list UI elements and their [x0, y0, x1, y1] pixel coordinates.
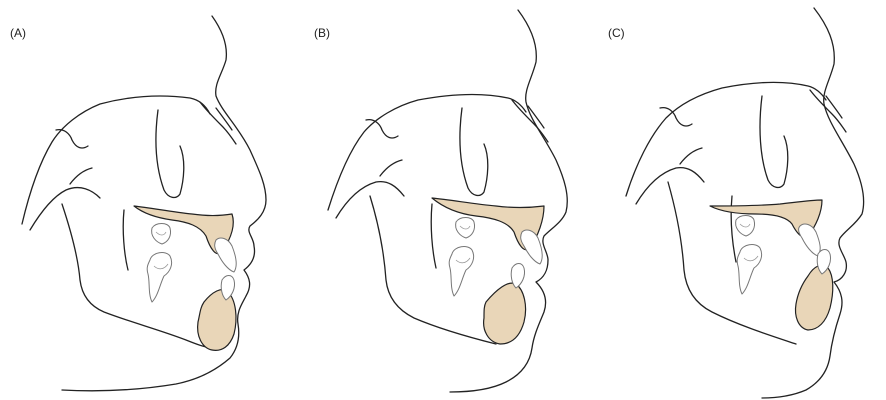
molar-teeth — [147, 224, 171, 303]
cranial-base-outline — [328, 94, 526, 218]
cephalometric-tracing-b — [300, 0, 595, 400]
orbit-outline — [156, 110, 184, 197]
panel-a: (A) — [0, 0, 295, 400]
soft-tissue-profile — [62, 16, 266, 391]
mandible-outline — [370, 196, 496, 344]
incisor-teeth — [799, 224, 831, 274]
panel-c: (C) — [596, 0, 886, 400]
mandibular-symphysis — [198, 290, 236, 351]
mandibular-symphysis — [796, 265, 833, 330]
cranial-base-outline — [22, 96, 210, 230]
cephalometric-tracing-a — [0, 0, 295, 400]
incisor-teeth — [511, 230, 542, 288]
mandible-outline — [62, 204, 214, 348]
nasal-outline — [200, 102, 236, 144]
molar-teeth — [736, 216, 762, 295]
molar-teeth — [449, 218, 474, 297]
orbit-outline — [460, 108, 488, 195]
cranial-base-outline — [626, 82, 826, 204]
nasal-outline — [810, 90, 846, 132]
cephalometric-tracing-c — [596, 0, 886, 400]
mandibular-symphysis — [484, 283, 526, 344]
orbit-outline — [760, 96, 788, 187]
panel-b: (B) — [300, 0, 595, 400]
